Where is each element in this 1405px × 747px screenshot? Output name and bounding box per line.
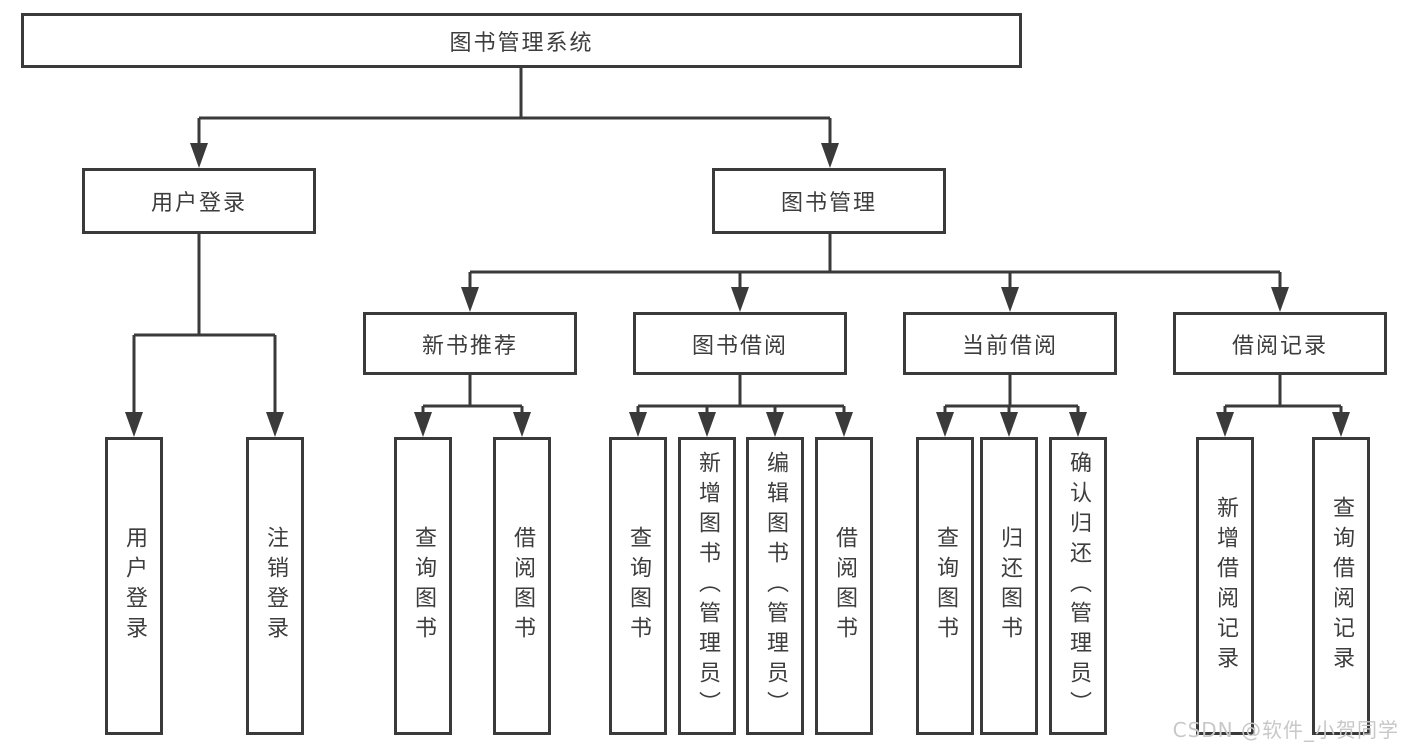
arrowheads bbox=[125, 143, 1350, 437]
node-book-borrow-label: 图书借阅 bbox=[691, 333, 788, 359]
node-user-login: 用户登录 bbox=[82, 168, 316, 234]
leaf-recommend-borrow-books-label: 借阅图书 bbox=[510, 526, 535, 646]
leaf-current-query-books: 查询图书 bbox=[916, 437, 974, 735]
leaf-logout-label: 注销登录 bbox=[263, 526, 288, 646]
leaf-recommend-query-books: 查询图书 bbox=[394, 437, 452, 735]
leaf-user-login: 用户登录 bbox=[105, 437, 163, 735]
leaf-current-query-books-label: 查询图书 bbox=[933, 526, 958, 646]
node-borrow-records-label: 借阅记录 bbox=[1231, 333, 1328, 359]
leaf-user-login-label: 用户登录 bbox=[122, 526, 147, 646]
node-user-login-label: 用户登录 bbox=[150, 191, 247, 216]
leaf-edit-book-admin: 编辑图书（管理员） bbox=[746, 437, 804, 735]
leaf-recommend-borrow-books: 借阅图书 bbox=[493, 437, 551, 735]
leaf-edit-book-admin-label: 编辑图书（管理员） bbox=[763, 451, 788, 721]
leaf-confirm-return-admin: 确认归还（管理员） bbox=[1049, 437, 1107, 735]
node-new-book-recommend-label: 新书推荐 bbox=[421, 333, 518, 359]
node-book-management-label: 图书管理 bbox=[780, 191, 877, 216]
leaf-borrow-query-books-label: 查询图书 bbox=[626, 526, 651, 646]
leaf-borrow-query-books: 查询图书 bbox=[609, 437, 667, 735]
connector-segments bbox=[132, 68, 1343, 415]
leaf-recommend-query-books-label: 查询图书 bbox=[411, 526, 436, 646]
leaf-return-book-label: 归还图书 bbox=[997, 526, 1022, 646]
node-current-borrow: 当前借阅 bbox=[903, 312, 1117, 375]
leaf-add-book-admin-label: 新增图书（管理员） bbox=[695, 451, 720, 721]
node-book-management: 图书管理 bbox=[712, 168, 946, 234]
node-borrow-records: 借阅记录 bbox=[1173, 312, 1387, 375]
leaf-logout: 注销登录 bbox=[246, 437, 304, 735]
leaf-return-book: 归还图书 bbox=[980, 437, 1038, 735]
leaf-add-book-admin: 新增图书（管理员） bbox=[678, 437, 736, 735]
leaf-borrow-book: 借阅图书 bbox=[815, 437, 873, 735]
node-current-borrow-label: 当前借阅 bbox=[961, 333, 1058, 359]
leaf-add-borrow-record-label: 新增借阅记录 bbox=[1213, 496, 1238, 676]
node-root: 图书管理系统 bbox=[21, 13, 1022, 68]
watermark: CSDN @软件_小贺同学 bbox=[1172, 718, 1399, 742]
leaf-borrow-book-label: 借阅图书 bbox=[832, 526, 857, 646]
node-root-label: 图书管理系统 bbox=[449, 30, 594, 56]
leaf-query-borrow-record-label: 查询借阅记录 bbox=[1329, 496, 1354, 676]
node-book-borrow: 图书借阅 bbox=[633, 312, 847, 375]
leaf-add-borrow-record: 新增借阅记录 bbox=[1196, 437, 1254, 735]
leaf-query-borrow-record: 查询借阅记录 bbox=[1312, 437, 1370, 735]
node-new-book-recommend: 新书推荐 bbox=[363, 312, 577, 375]
leaf-confirm-return-admin-label: 确认归还（管理员） bbox=[1066, 451, 1091, 721]
